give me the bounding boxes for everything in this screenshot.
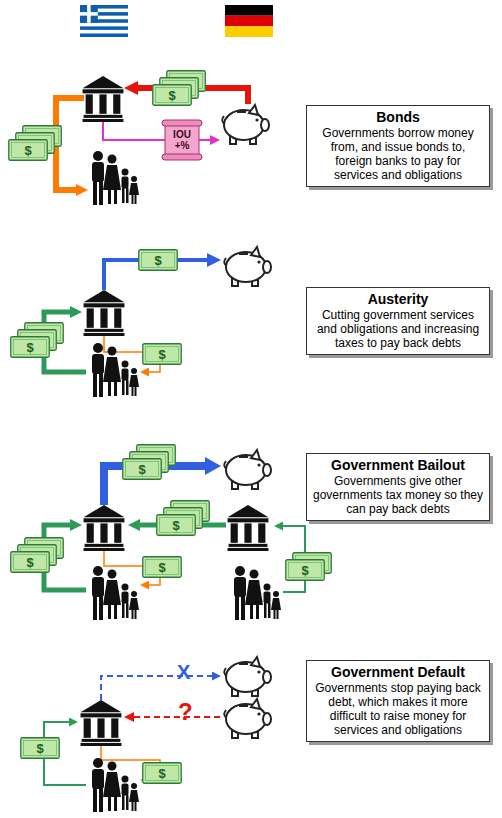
currency-sign: $ <box>20 737 60 759</box>
text-box: Government DefaultGovernments stop payin… <box>306 660 490 742</box>
bill <box>143 557 182 578</box>
money-stack: $ <box>122 444 176 480</box>
family-icon <box>92 566 139 620</box>
bill-stack-shape <box>152 70 206 106</box>
status-mark: ? <box>178 700 193 724</box>
box-heading: Austerity <box>312 291 484 308</box>
money-stack: $ <box>8 125 62 161</box>
piggy-bank <box>222 105 269 144</box>
flag-stripe <box>80 23 128 27</box>
currency-sign: $ <box>122 458 162 480</box>
flag-stripe <box>225 16 273 27</box>
bill-stack-shape <box>10 322 64 358</box>
flag-field <box>80 5 128 37</box>
piggy-bank <box>224 699 271 738</box>
bill <box>21 738 60 759</box>
box-heading: Government Bailout <box>312 457 484 474</box>
bill-stack-shape <box>156 500 210 536</box>
flag-stripe <box>80 30 128 34</box>
money-stack: $ <box>285 552 332 581</box>
bond-note-text: IOU +% <box>167 127 197 153</box>
bill-stack-shape <box>10 537 64 573</box>
money-stack: $ <box>20 737 60 759</box>
bank-icon <box>228 505 269 551</box>
currency-sign: $ <box>156 514 196 536</box>
money-stack: $ <box>10 322 64 358</box>
flag-stripe <box>225 5 273 16</box>
bond-scroll: IOU +% <box>160 119 204 161</box>
status-mark: X <box>177 662 190 682</box>
currency-sign: $ <box>10 551 50 573</box>
bill <box>143 344 182 365</box>
box-body: Cutting government services and obligati… <box>312 308 484 350</box>
bill <box>143 763 182 784</box>
family-icon <box>92 758 139 812</box>
flag-canton <box>80 5 98 23</box>
family-icon <box>234 566 281 620</box>
currency-sign: $ <box>142 762 182 784</box>
bill-stack-shape <box>122 444 176 480</box>
bill-stack-shape <box>8 125 62 161</box>
scroll-roll <box>162 154 202 160</box>
currency-sign: $ <box>285 559 325 581</box>
box-body: Governments borrow money from, and issue… <box>312 126 484 182</box>
money-stack: $ <box>142 343 182 365</box>
bill <box>9 140 48 161</box>
money-stack: $ <box>142 762 182 784</box>
bill <box>157 515 196 536</box>
uncertain-borrow-arrow <box>134 716 220 718</box>
bill <box>286 560 325 581</box>
bill <box>153 85 192 106</box>
bill <box>11 337 50 358</box>
currency-sign: $ <box>138 249 178 271</box>
text-box: AusterityCutting government services and… <box>306 287 490 355</box>
stopped-repay-arrow <box>101 676 212 700</box>
money-stack: $ <box>152 70 206 106</box>
box-heading: Government Default <box>312 664 484 681</box>
currency-sign: $ <box>10 336 50 358</box>
greek-flag <box>80 5 128 37</box>
box-body: Governments stop paying back debt, which… <box>312 681 484 737</box>
text-box: BondsGovernments borrow money from, and … <box>306 105 490 187</box>
bill <box>123 459 162 480</box>
piggy-bank <box>224 247 271 286</box>
piggy-bank <box>224 657 271 696</box>
flag-stripe <box>225 26 273 37</box>
currency-sign: $ <box>142 556 182 578</box>
piggy-bank <box>224 450 271 489</box>
text-box: Government BailoutGovernments give other… <box>306 453 490 521</box>
bank-icon <box>81 700 122 746</box>
money-stack: $ <box>10 537 64 573</box>
bill <box>11 552 50 573</box>
family-icon <box>92 343 139 397</box>
box-heading: Bonds <box>312 109 484 126</box>
german-flag <box>225 5 273 37</box>
bank-icon <box>83 76 124 122</box>
bill <box>139 250 178 271</box>
scroll-roll <box>162 120 202 126</box>
flag-cross <box>80 12 98 16</box>
currency-sign: $ <box>8 139 48 161</box>
currency-sign: $ <box>152 84 192 106</box>
bank-icon <box>84 290 125 336</box>
money-stack: $ <box>138 249 178 271</box>
bank-icon <box>84 505 125 551</box>
money-stack: $ <box>142 556 182 578</box>
money-stack: $ <box>156 500 210 536</box>
family-icon <box>92 151 139 205</box>
currency-sign: $ <box>142 343 182 365</box>
scroll-paper <box>165 123 199 157</box>
box-body: Governments give other governments tax m… <box>312 474 484 516</box>
